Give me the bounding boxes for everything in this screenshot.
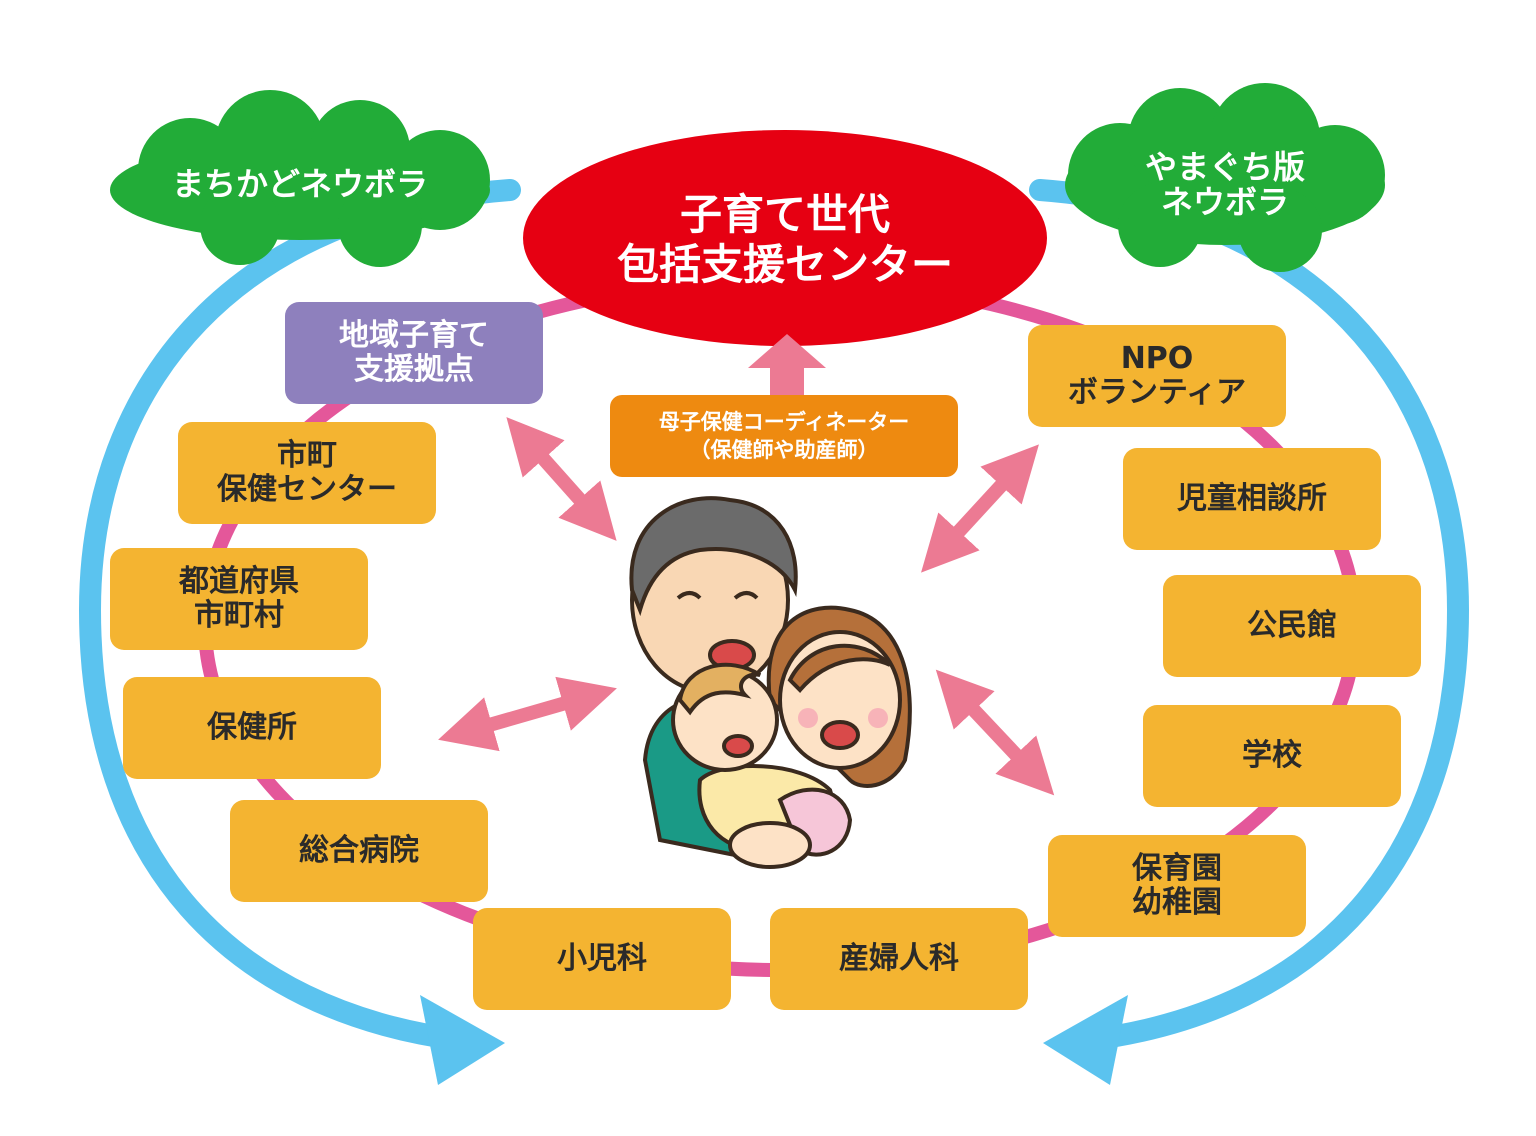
cloud-right-shape (1065, 83, 1385, 272)
coordinator-box: 母子保健コーディネーター （保健師や助産師） (610, 395, 958, 477)
node-pediatrics: 小児科 (473, 908, 731, 1010)
center-ellipse (523, 130, 1047, 346)
cloud-label-right: やまぐち版 ネウボラ (1144, 147, 1305, 221)
node-child-guidance-center: 児童相談所 (1123, 448, 1381, 550)
arrow-lower-left (438, 676, 617, 752)
arrow-upper-right (921, 444, 1039, 573)
node-obstetrics-gynecology: 産婦人科 (770, 908, 1028, 1010)
node-city-health-center: 市町 保健センター (178, 422, 436, 524)
node-health-office: 保健所 (123, 677, 381, 779)
node-npo-volunteer: NPO ボランティア (1028, 325, 1286, 427)
up-arrow (748, 334, 826, 397)
node-local-childcare-center: 地域子育て 支援拠点 (285, 302, 543, 404)
double-arrows (438, 417, 1055, 796)
father-hair (629, 496, 798, 617)
node-school: 学校 (1143, 705, 1401, 807)
left-blue-arrowhead (420, 995, 505, 1085)
node-nursery-kindergarten: 保育園 幼稚園 (1048, 835, 1306, 937)
node-general-hospital: 総合病院 (230, 800, 488, 902)
node-prefecture-municipality: 都道府県 市町村 (110, 548, 368, 650)
node-community-center: 公民館 (1163, 575, 1421, 677)
center-title: 子育て世代 包括支援センター (616, 189, 953, 289)
arrow-upper-left (506, 417, 617, 541)
cloud-left-shape (110, 90, 490, 267)
arrow-lower-right (935, 669, 1055, 796)
right-blue-arrowhead (1043, 995, 1128, 1085)
left-blue-arc (78, 179, 521, 1051)
cloud-label-left: まちかどネウボラ (171, 165, 428, 204)
family-illustration (629, 496, 912, 869)
